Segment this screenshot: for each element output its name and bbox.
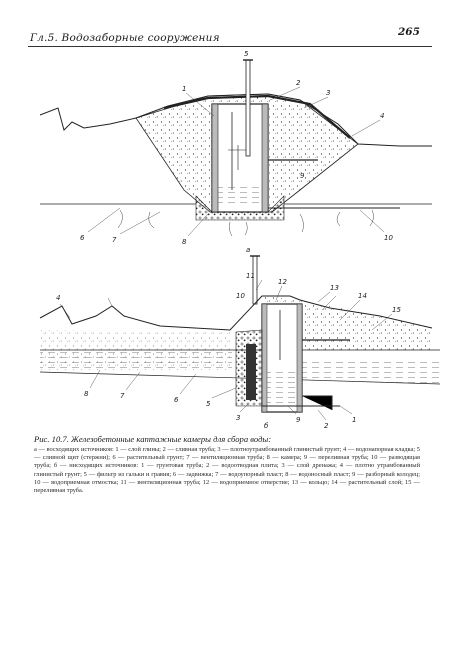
- upper-label-4: 4: [380, 112, 384, 120]
- figure-caption: Рис. 10.7. Железобетонные каптажные каме…: [34, 434, 420, 495]
- lower-label-10: 10: [236, 292, 245, 300]
- upper-label-10: 10: [384, 234, 393, 242]
- page-number: 265: [398, 26, 420, 38]
- caption-title: Рис. 10.7. Железобетонные каптажные каме…: [34, 434, 272, 444]
- upper-label-7: 7: [112, 236, 117, 244]
- upper-label-8: 8: [182, 238, 187, 246]
- header-rule: [28, 46, 432, 47]
- lower-label-6: 6: [174, 396, 179, 404]
- lower-label-5: 5: [206, 400, 211, 408]
- upper-label-3: 3: [326, 89, 330, 97]
- upper-label-9: 9: [300, 172, 305, 180]
- lower-label-14: 14: [358, 292, 367, 300]
- lower-label-3: 3: [236, 414, 240, 422]
- lower-label-11: 11: [246, 272, 255, 280]
- lower-label-4a: 4: [56, 294, 60, 302]
- lower-label-15: 15: [392, 306, 401, 314]
- lower-label-13: 13: [330, 284, 339, 292]
- figure-drawing: 1 2 3 4 5 6 7 8 9 10 а: [39, 50, 441, 430]
- upper-label-1: 1: [182, 85, 186, 93]
- lower-label-7: 7: [120, 392, 125, 400]
- running-header-section: Гл.5. Водозаборные сооружения: [30, 32, 220, 44]
- lower-section-mark: б: [264, 422, 269, 430]
- lower-label-2: 2: [324, 422, 329, 430]
- upper-drawing: 1 2 3 4 5 6 7 8 9 10 а: [39, 50, 432, 254]
- lower-label-8: 8: [84, 390, 89, 398]
- upper-label-5: 5: [244, 50, 249, 58]
- lower-label-12: 12: [278, 278, 287, 286]
- lower-drawing: 4 11 12 10 13 14 15 8 7 6 5 3 9 2 1 б: [39, 255, 441, 430]
- caption-legend: а — восходящих источников: 1 — слой глин…: [34, 446, 420, 495]
- lower-label-9: 9: [296, 416, 301, 424]
- upper-label-6: 6: [80, 234, 85, 242]
- upper-label-2: 2: [296, 79, 301, 87]
- lower-label-1: 1: [352, 416, 356, 424]
- upper-section-mark: а: [246, 246, 250, 254]
